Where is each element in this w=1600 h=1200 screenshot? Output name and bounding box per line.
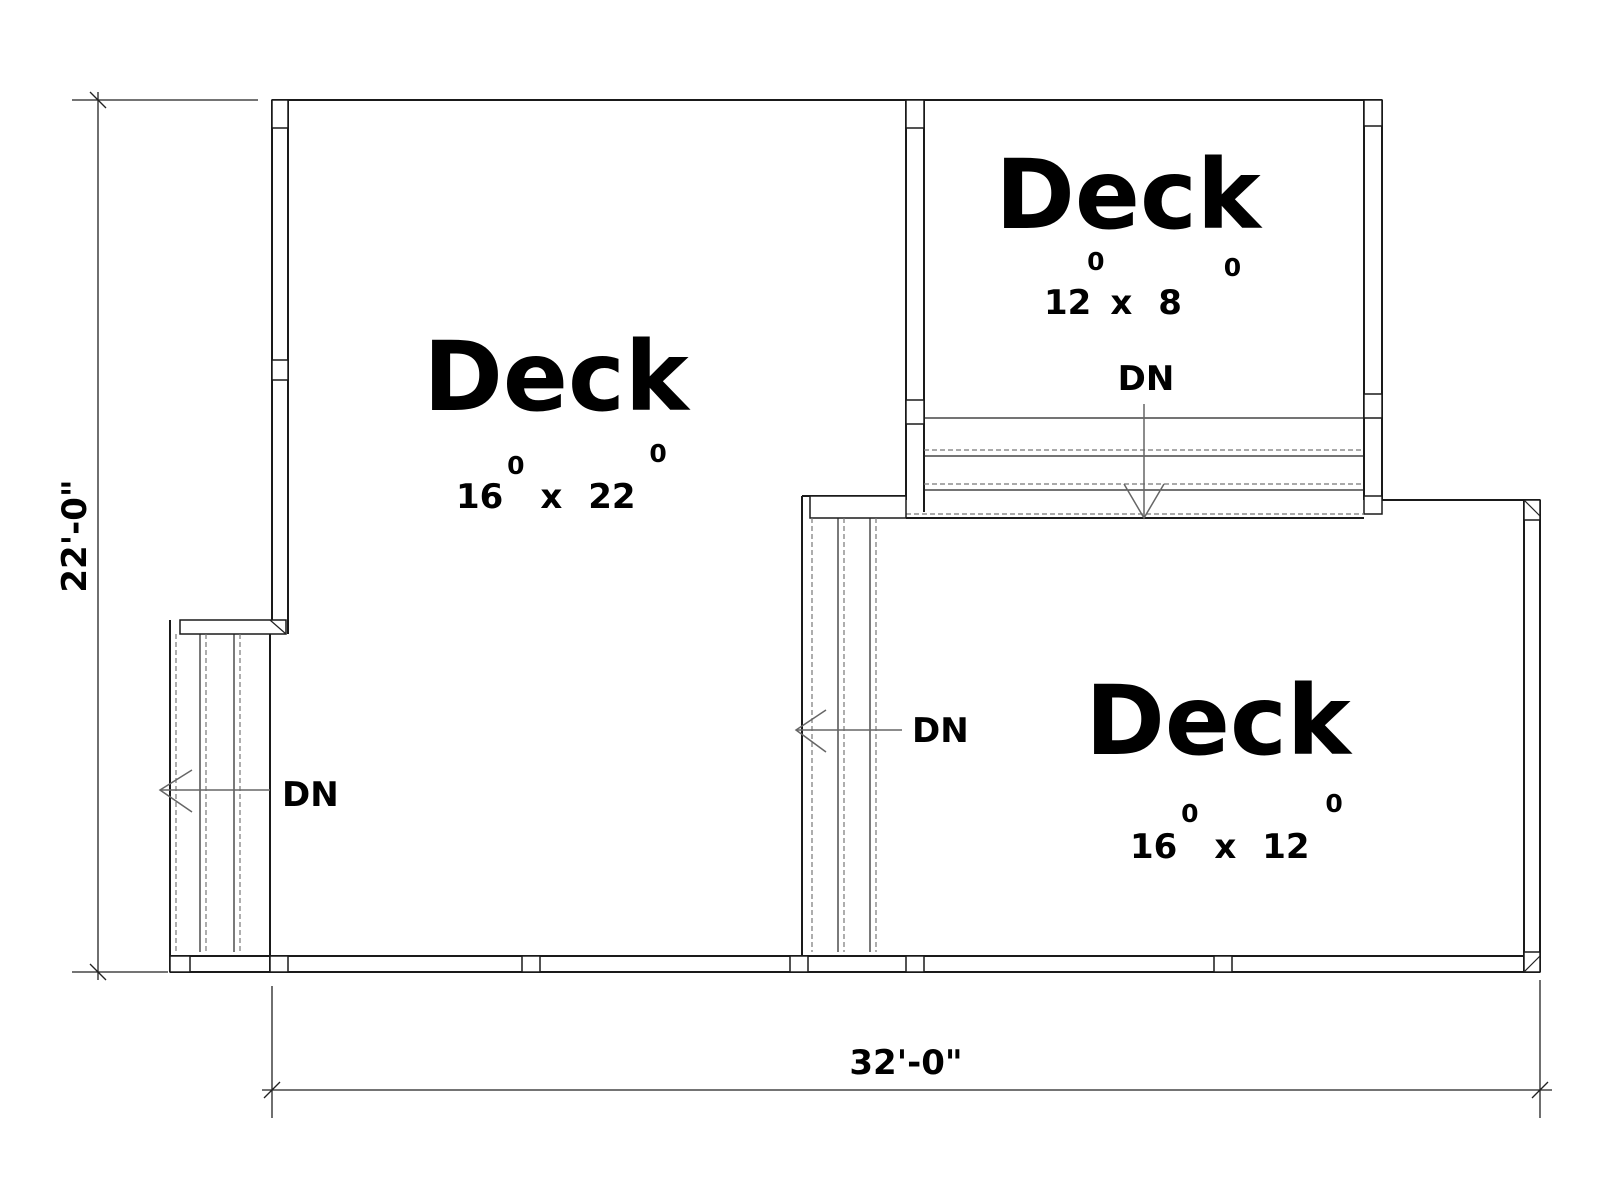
dimension-width: 32'-0" [262,980,1552,1118]
deck-large-label: Deck 16 0 x 22 0 [423,321,691,517]
svg-text:16 0 x 12: 16 0 x 12 0 [1130,789,1343,867]
deck-small-depth-sup: 0 [1224,253,1241,282]
deck-large-depth-sup: 0 [649,439,666,468]
deck-small-x: x [1110,283,1132,323]
stair-middle-dn-label: DN [912,711,969,751]
deck-small-name: Deck [995,139,1263,251]
svg-text:12 0 x 8: 12 0 x 8 0 [1044,239,1241,323]
deck-lower-depth: 12 [1262,827,1309,867]
deck-large-name: Deck [423,321,691,433]
deck-lower-label: Deck 16 0 x 12 0 [1085,665,1353,867]
deck-small-depth: 8 [1158,283,1182,323]
deck-large-x: x [540,477,562,517]
dimension-width-label: 32'-0" [849,1043,962,1083]
stair-upper-dn-label: DN [1118,359,1175,399]
deck-small-width-sup: 0 [1087,247,1104,276]
deck-small-label: Deck 12 0 x 8 0 [995,139,1263,323]
stair-upper [906,404,1364,520]
dimension-height-label: 22'-0" [55,479,95,592]
dimension-height: 22'-0" [55,91,258,981]
deck-outline [169,99,1541,973]
deck-lower-width: 16 [1130,827,1177,867]
deck-large-depth: 22 [588,477,635,517]
deck-large-width-sup: 0 [507,451,524,480]
deck-lower-width-sup: 0 [1181,799,1198,828]
stair-left-dn-label: DN [282,775,339,815]
deck-small-width: 12 [1044,283,1091,323]
deck-large-width: 16 [456,477,503,517]
stair-middle [794,495,907,952]
deck-lower-x: x [1214,827,1236,867]
svg-text:16 0 x 22: 16 0 x 22 0 [456,439,667,517]
stair-left [158,634,270,952]
railing-posts [169,99,1541,973]
deck-lower-depth-sup: 0 [1325,789,1342,818]
deck-lower-name: Deck [1085,665,1353,777]
